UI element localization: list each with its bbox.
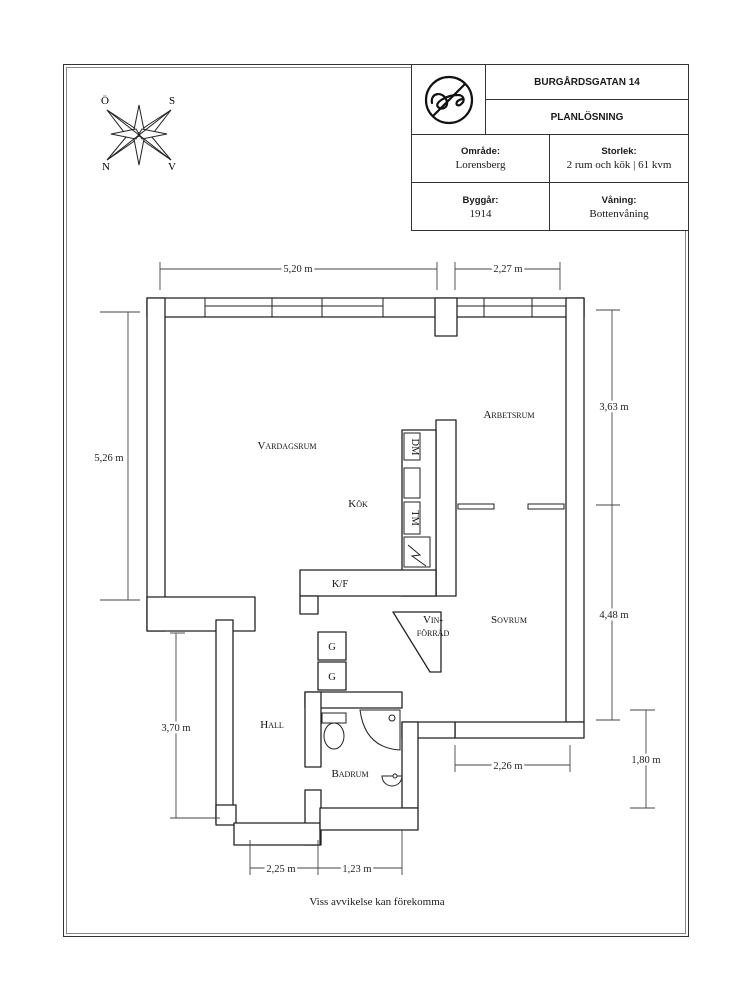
- fixture-g2: G: [328, 672, 336, 683]
- logo-icon: [424, 75, 474, 125]
- fixture-kf: K/F: [332, 579, 349, 590]
- sink-icon: [381, 775, 403, 787]
- dim-left-lower: 3,70 m: [161, 723, 190, 734]
- drain-icon: [388, 714, 396, 722]
- room-hall: Hall: [260, 719, 284, 731]
- room-vinforrad-1: Vin-: [423, 614, 443, 626]
- room-arbetsrum: Arbetsrum: [483, 409, 534, 421]
- built-label: Byggår:: [462, 194, 499, 206]
- built-cell: Byggår: 1914: [412, 183, 550, 231]
- dim-bottom-left: 2,25 m: [266, 864, 295, 875]
- bathroom-fixtures: [321, 709, 403, 787]
- title-block: BURGÅRDSGATAN 14 PLANLÖSNING Område: Lor…: [411, 64, 689, 231]
- size-label: Storlek:: [601, 146, 637, 157]
- size-value: 2 rum och kök | 61 kvm: [566, 159, 672, 171]
- compass-label-o: Ö: [101, 95, 109, 107]
- floor-label: Våning:: [601, 194, 637, 206]
- footer-note: Viss avvikelse kan förekomma: [309, 896, 445, 908]
- address: BURGÅRDSGATAN 14: [486, 65, 688, 100]
- area-value: Lorensberg: [455, 159, 506, 171]
- compass-label-n: N: [102, 161, 110, 173]
- door-markers: [457, 503, 565, 510]
- toilet-icon: [323, 722, 345, 750]
- floor-value: Bottenvåning: [589, 207, 649, 220]
- room-badrum: Badrum: [331, 768, 368, 780]
- logo: [412, 65, 486, 135]
- fixture-g1: G: [328, 642, 336, 653]
- page-frame: [63, 64, 689, 937]
- fixture-labels: DM TM K/F G G: [328, 439, 420, 683]
- compass-label-v: V: [168, 161, 176, 173]
- room-sovrum: Sovrum: [491, 614, 527, 626]
- room-labels: Vardagsrum Kök Arbetsrum Sovrum Vin- för…: [257, 409, 534, 780]
- dimension-lines: [100, 262, 655, 875]
- dim-top-right: 2,27 m: [493, 264, 522, 275]
- dim-left-upper: 5,26 m: [94, 453, 123, 464]
- fixture-tm: TM: [409, 510, 420, 526]
- room-vinforrad-2: förråd: [417, 627, 450, 639]
- floor-cell: Våning: Bottenvåning: [550, 183, 688, 231]
- walls: [146, 297, 585, 846]
- room-vardagsrum: Vardagsrum: [257, 440, 316, 452]
- toilet-tank-icon: [321, 712, 347, 724]
- dim-top-left: 5,20 m: [283, 264, 312, 275]
- size-cell: Storlek: 2 rum och kök | 61 kvm: [550, 135, 688, 183]
- dimension-labels: 5,20 m 2,27 m 5,26 m 3,70 m 3,63 m 4,48 …: [92, 262, 663, 878]
- dim-right-upper: 3,63 m: [599, 402, 628, 413]
- built-value: 1914: [469, 207, 492, 220]
- dim-bottom-right: 2,26 m: [493, 761, 522, 772]
- kitchen-appliances: [403, 432, 431, 568]
- compass-label-s: S: [169, 95, 175, 107]
- fixture-dm: DM: [409, 439, 420, 457]
- room-kok: Kök: [348, 498, 368, 510]
- area-label: Område:: [460, 146, 501, 157]
- area-cell: Område: Lorensberg: [412, 135, 550, 183]
- plan-subtitle: PLANLÖSNING: [486, 100, 688, 135]
- dim-right-lower: 1,80 m: [631, 755, 660, 766]
- compass-icon: [106, 104, 172, 166]
- dim-bottom-mid: 1,23 m: [342, 864, 371, 875]
- dim-right-middle: 4,48 m: [599, 610, 628, 621]
- windows: [204, 298, 566, 317]
